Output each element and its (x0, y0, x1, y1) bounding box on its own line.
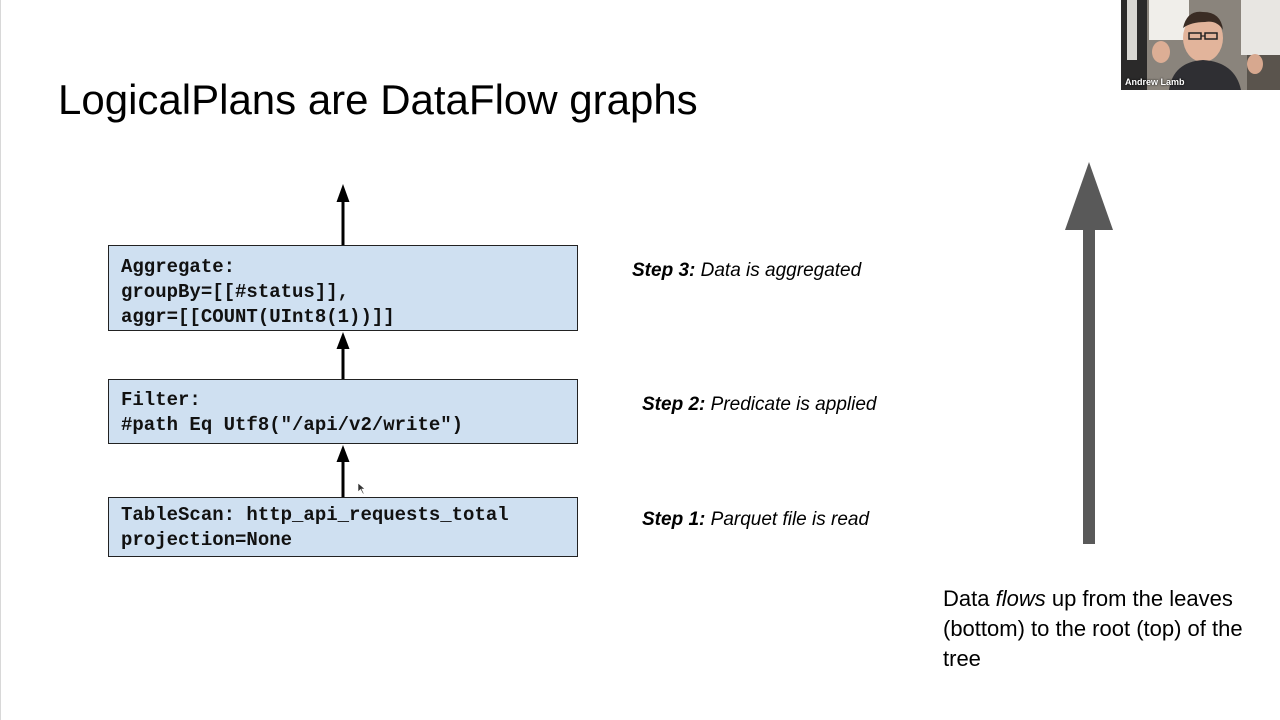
filter-predicate-line: #path Eq Utf8("/api/v2/write") (121, 414, 464, 436)
webcam-video-icon (1121, 0, 1280, 90)
aggregate-node: Aggregate: groupBy=[[#status]], aggr=[[C… (108, 245, 578, 331)
arrow-scan-to-filter-head (336, 445, 350, 462)
webcam-participant-name: Andrew Lamb (1125, 77, 1185, 87)
step-3-caption: Step 3: Data is aggregated (632, 260, 861, 282)
arrow-filter-to-aggregate-head (336, 332, 350, 349)
tablescan-node: TableScan: http_api_requests_total proje… (108, 497, 578, 557)
tablescan-projection-line: projection=None (121, 529, 293, 551)
arrow-aggregate-output-head (336, 184, 350, 202)
step-1-text: Parquet file is read (710, 509, 870, 530)
step-1-caption: Step 1: Parquet file is read (642, 509, 869, 531)
webcam-video-tile[interactable]: Andrew Lamb (1121, 0, 1280, 90)
step-3-text: Data is aggregated (700, 260, 862, 281)
flow-description-start: Data (943, 586, 996, 611)
aggregate-aggr-line: aggr=[[COUNT(UInt8(1))]] (121, 306, 395, 328)
step-2-caption: Step 2: Predicate is applied (642, 394, 876, 416)
filter-node: Filter: #path Eq Utf8("/api/v2/write") (108, 379, 578, 444)
step-1-label: Step 1: (642, 509, 706, 530)
flow-description-end: up from the leaves (bottom) to the root … (943, 586, 1243, 671)
slide-title: LogicalPlans are DataFlow graphs (58, 76, 698, 123)
big-flow-arrow-shaft (1083, 226, 1095, 544)
flow-description: Data flows up from the leaves (bottom) t… (943, 584, 1243, 674)
aggregate-groupby-line: groupBy=[[#status]], (121, 281, 350, 303)
step-3-label: Step 3: (632, 260, 696, 281)
tablescan-line: TableScan: http_api_requests_total (121, 504, 509, 526)
mouse-cursor-icon (357, 482, 366, 495)
big-flow-arrow-head (1065, 162, 1113, 230)
filter-line: Filter: (121, 389, 201, 411)
step-2-text: Predicate is applied (710, 394, 877, 415)
step-2-label: Step 2: (642, 394, 706, 415)
flow-description-emphasis: flows (995, 586, 1046, 611)
aggregate-line: Aggregate: (121, 256, 236, 278)
